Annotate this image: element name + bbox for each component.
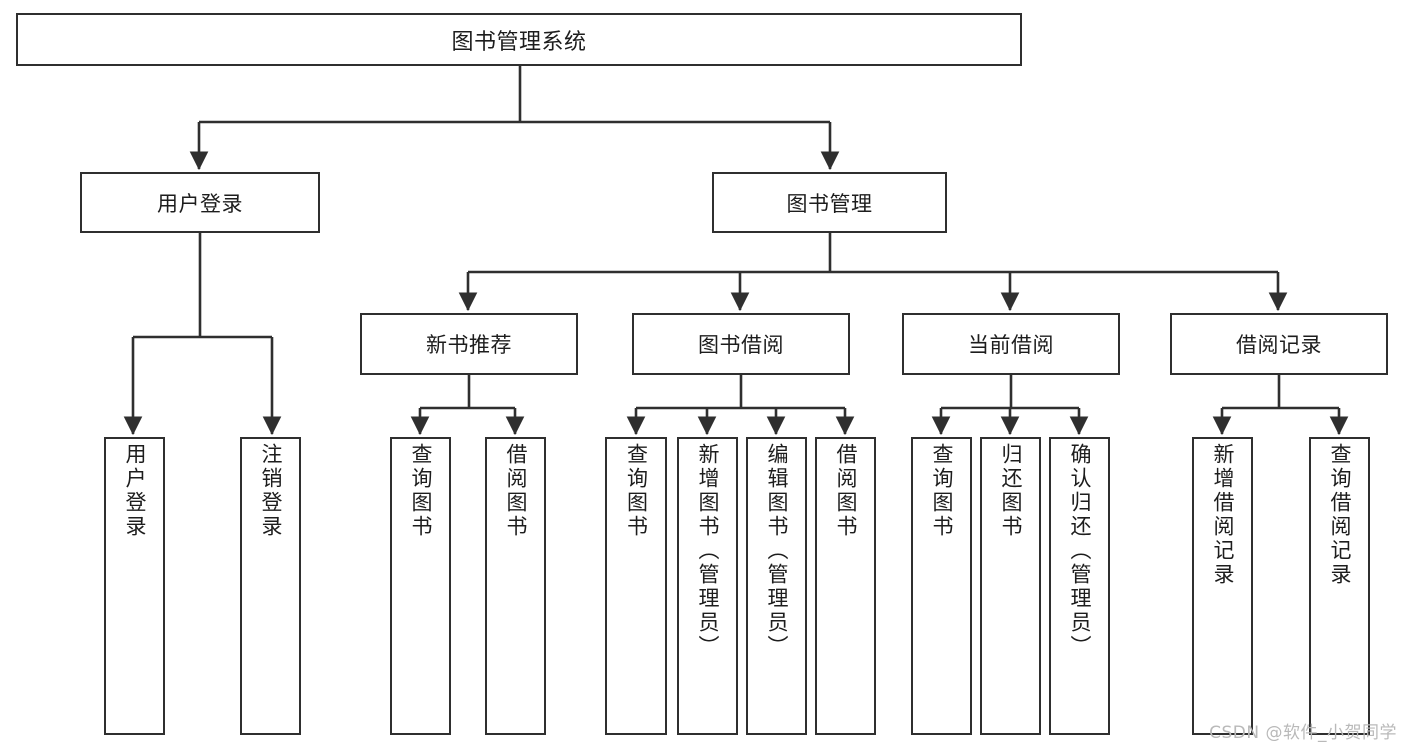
node-book-manage[interactable]: 图书管理 [712,172,947,233]
node-leaf-user-login[interactable]: 用户登录 [104,437,165,735]
node-leaf-query-record[interactable]: 查询借阅记录 [1309,437,1370,735]
node-user-login[interactable]: 用户登录 [80,172,320,233]
node-leaf-query-book-2-label: 查询图书 [624,443,649,539]
node-leaf-query-book-1-label: 查询图书 [409,443,433,539]
node-leaf-query-book-2[interactable]: 查询图书 [605,437,667,735]
node-leaf-query-book-3-label: 查询图书 [930,443,954,539]
node-book-borrow-label: 图书借阅 [698,333,784,357]
node-current-borrow-label: 当前借阅 [968,333,1054,357]
node-new-book-recommend-label: 新书推荐 [426,333,512,357]
node-leaf-borrow-book-1[interactable]: 借阅图书 [485,437,546,735]
node-root-label: 图书管理系统 [451,29,587,55]
node-leaf-user-login-label: 用户登录 [123,443,147,539]
node-leaf-confirm-return-label: 确认归还（管理员） [1068,443,1092,659]
node-borrow-record-label: 借阅记录 [1236,333,1322,357]
node-leaf-logout-login[interactable]: 注销登录 [240,437,301,735]
node-user-login-label: 用户登录 [157,191,243,216]
node-leaf-query-book-1[interactable]: 查询图书 [390,437,451,735]
node-leaf-add-record[interactable]: 新增借阅记录 [1192,437,1253,735]
node-leaf-add-book[interactable]: 新增图书（管理员） [677,437,738,735]
node-leaf-query-record-label: 查询借阅记录 [1328,443,1352,587]
node-leaf-query-book-3[interactable]: 查询图书 [911,437,972,735]
node-leaf-confirm-return[interactable]: 确认归还（管理员） [1049,437,1110,735]
node-book-manage-label: 图书管理 [786,191,873,216]
node-leaf-borrow-book-2[interactable]: 借阅图书 [815,437,876,735]
node-leaf-logout-login-label: 注销登录 [259,443,283,539]
node-leaf-edit-book[interactable]: 编辑图书（管理员） [746,437,807,735]
node-current-borrow[interactable]: 当前借阅 [902,313,1120,375]
node-leaf-edit-book-label: 编辑图书（管理员） [765,443,789,659]
node-leaf-borrow-book-2-label: 借阅图书 [834,443,858,539]
node-leaf-add-book-label: 新增图书（管理员） [696,443,720,659]
node-leaf-return-book[interactable]: 归还图书 [980,437,1041,735]
node-borrow-record[interactable]: 借阅记录 [1170,313,1388,375]
node-leaf-add-record-label: 新增借阅记录 [1211,443,1235,587]
node-new-book-recommend[interactable]: 新书推荐 [360,313,578,375]
node-leaf-borrow-book-1-label: 借阅图书 [504,443,528,539]
node-book-borrow[interactable]: 图书借阅 [632,313,850,375]
node-leaf-return-book-label: 归还图书 [999,443,1023,539]
node-root[interactable]: 图书管理系统 [16,13,1022,66]
